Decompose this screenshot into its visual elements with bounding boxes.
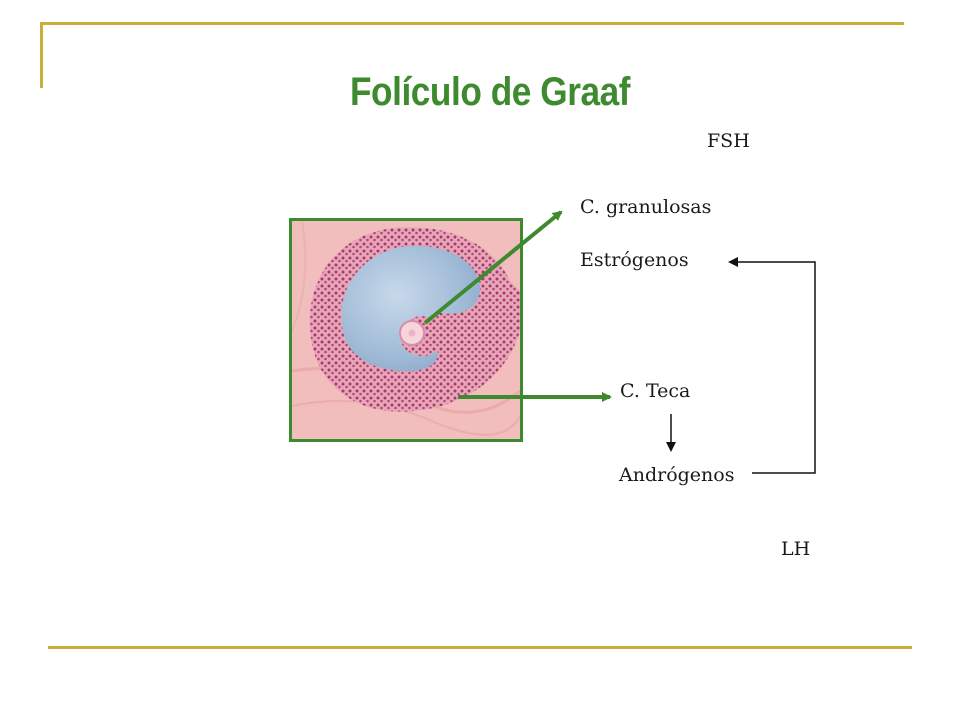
arrow-androgens-to-estrogens [728,257,816,474]
frame-top-rule [40,22,904,25]
label-androgens: Andrógenos [619,464,735,486]
label-estrogens: Estrógenos [580,249,689,271]
frame-bottom-rule [48,646,912,649]
arrow-to-granulosa [423,210,563,325]
label-theca-cells: C. Teca [620,380,691,402]
label-granulosa-cells: C. granulosas [580,196,712,218]
frame-left-rule [40,22,43,88]
oocyte-nucleus [408,329,416,337]
follicle-micrograph [289,218,523,442]
slide-title: Folículo de Graaf [349,70,631,114]
follicle-illustration [292,221,520,439]
label-fsh: FSH [707,130,750,152]
antrum [341,245,481,372]
label-lh: LH [781,538,811,560]
